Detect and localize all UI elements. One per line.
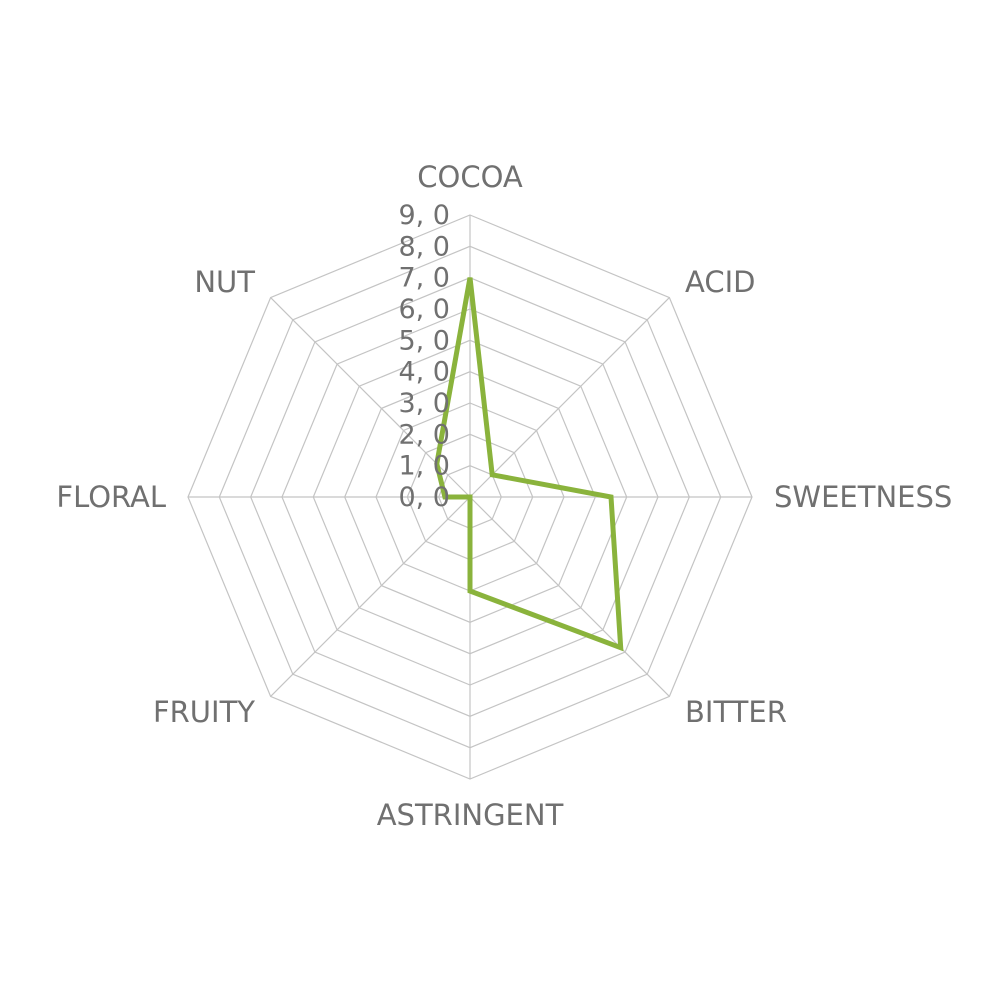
tick-label: 6, 0	[398, 294, 450, 325]
radar-grid	[187, 214, 753, 780]
grid-spoke	[270, 496, 471, 697]
grid-spoke	[469, 496, 670, 697]
tick-label: 2, 0	[398, 419, 450, 450]
tick-label: 3, 0	[398, 388, 450, 419]
series-polygon	[434, 277, 624, 652]
axis-label-fruity: FRUITY	[153, 695, 255, 729]
tick-label: 0, 0	[398, 482, 450, 513]
tick-label: 5, 0	[398, 325, 450, 356]
axis-label-acid: ACID	[685, 265, 755, 299]
axis-label-astringent: ASTRINGENT	[377, 798, 564, 832]
grid-spoke	[469, 297, 670, 498]
axis-label-sweetness: SWEETNESS	[774, 480, 952, 514]
tick-label: 8, 0	[398, 231, 450, 262]
tick-label: 9, 0	[398, 200, 450, 231]
axis-label-bitter: BITTER	[685, 695, 787, 729]
radar-tick-labels: 0, 01, 02, 03, 04, 05, 06, 07, 08, 09, 0	[398, 200, 450, 513]
tick-label: 7, 0	[398, 263, 450, 294]
tick-label: 1, 0	[398, 451, 450, 482]
axis-label-cocoa: COCOA	[417, 160, 523, 194]
tick-label: 4, 0	[398, 357, 450, 388]
axis-label-floral: FLORAL	[56, 480, 166, 514]
axis-label-nut: NUT	[194, 265, 255, 299]
radar-axis-labels: COCOA ACID SWEETNESS BITTER ASTRINGENT FRUITY…	[56, 160, 952, 832]
radar-series	[434, 277, 624, 652]
